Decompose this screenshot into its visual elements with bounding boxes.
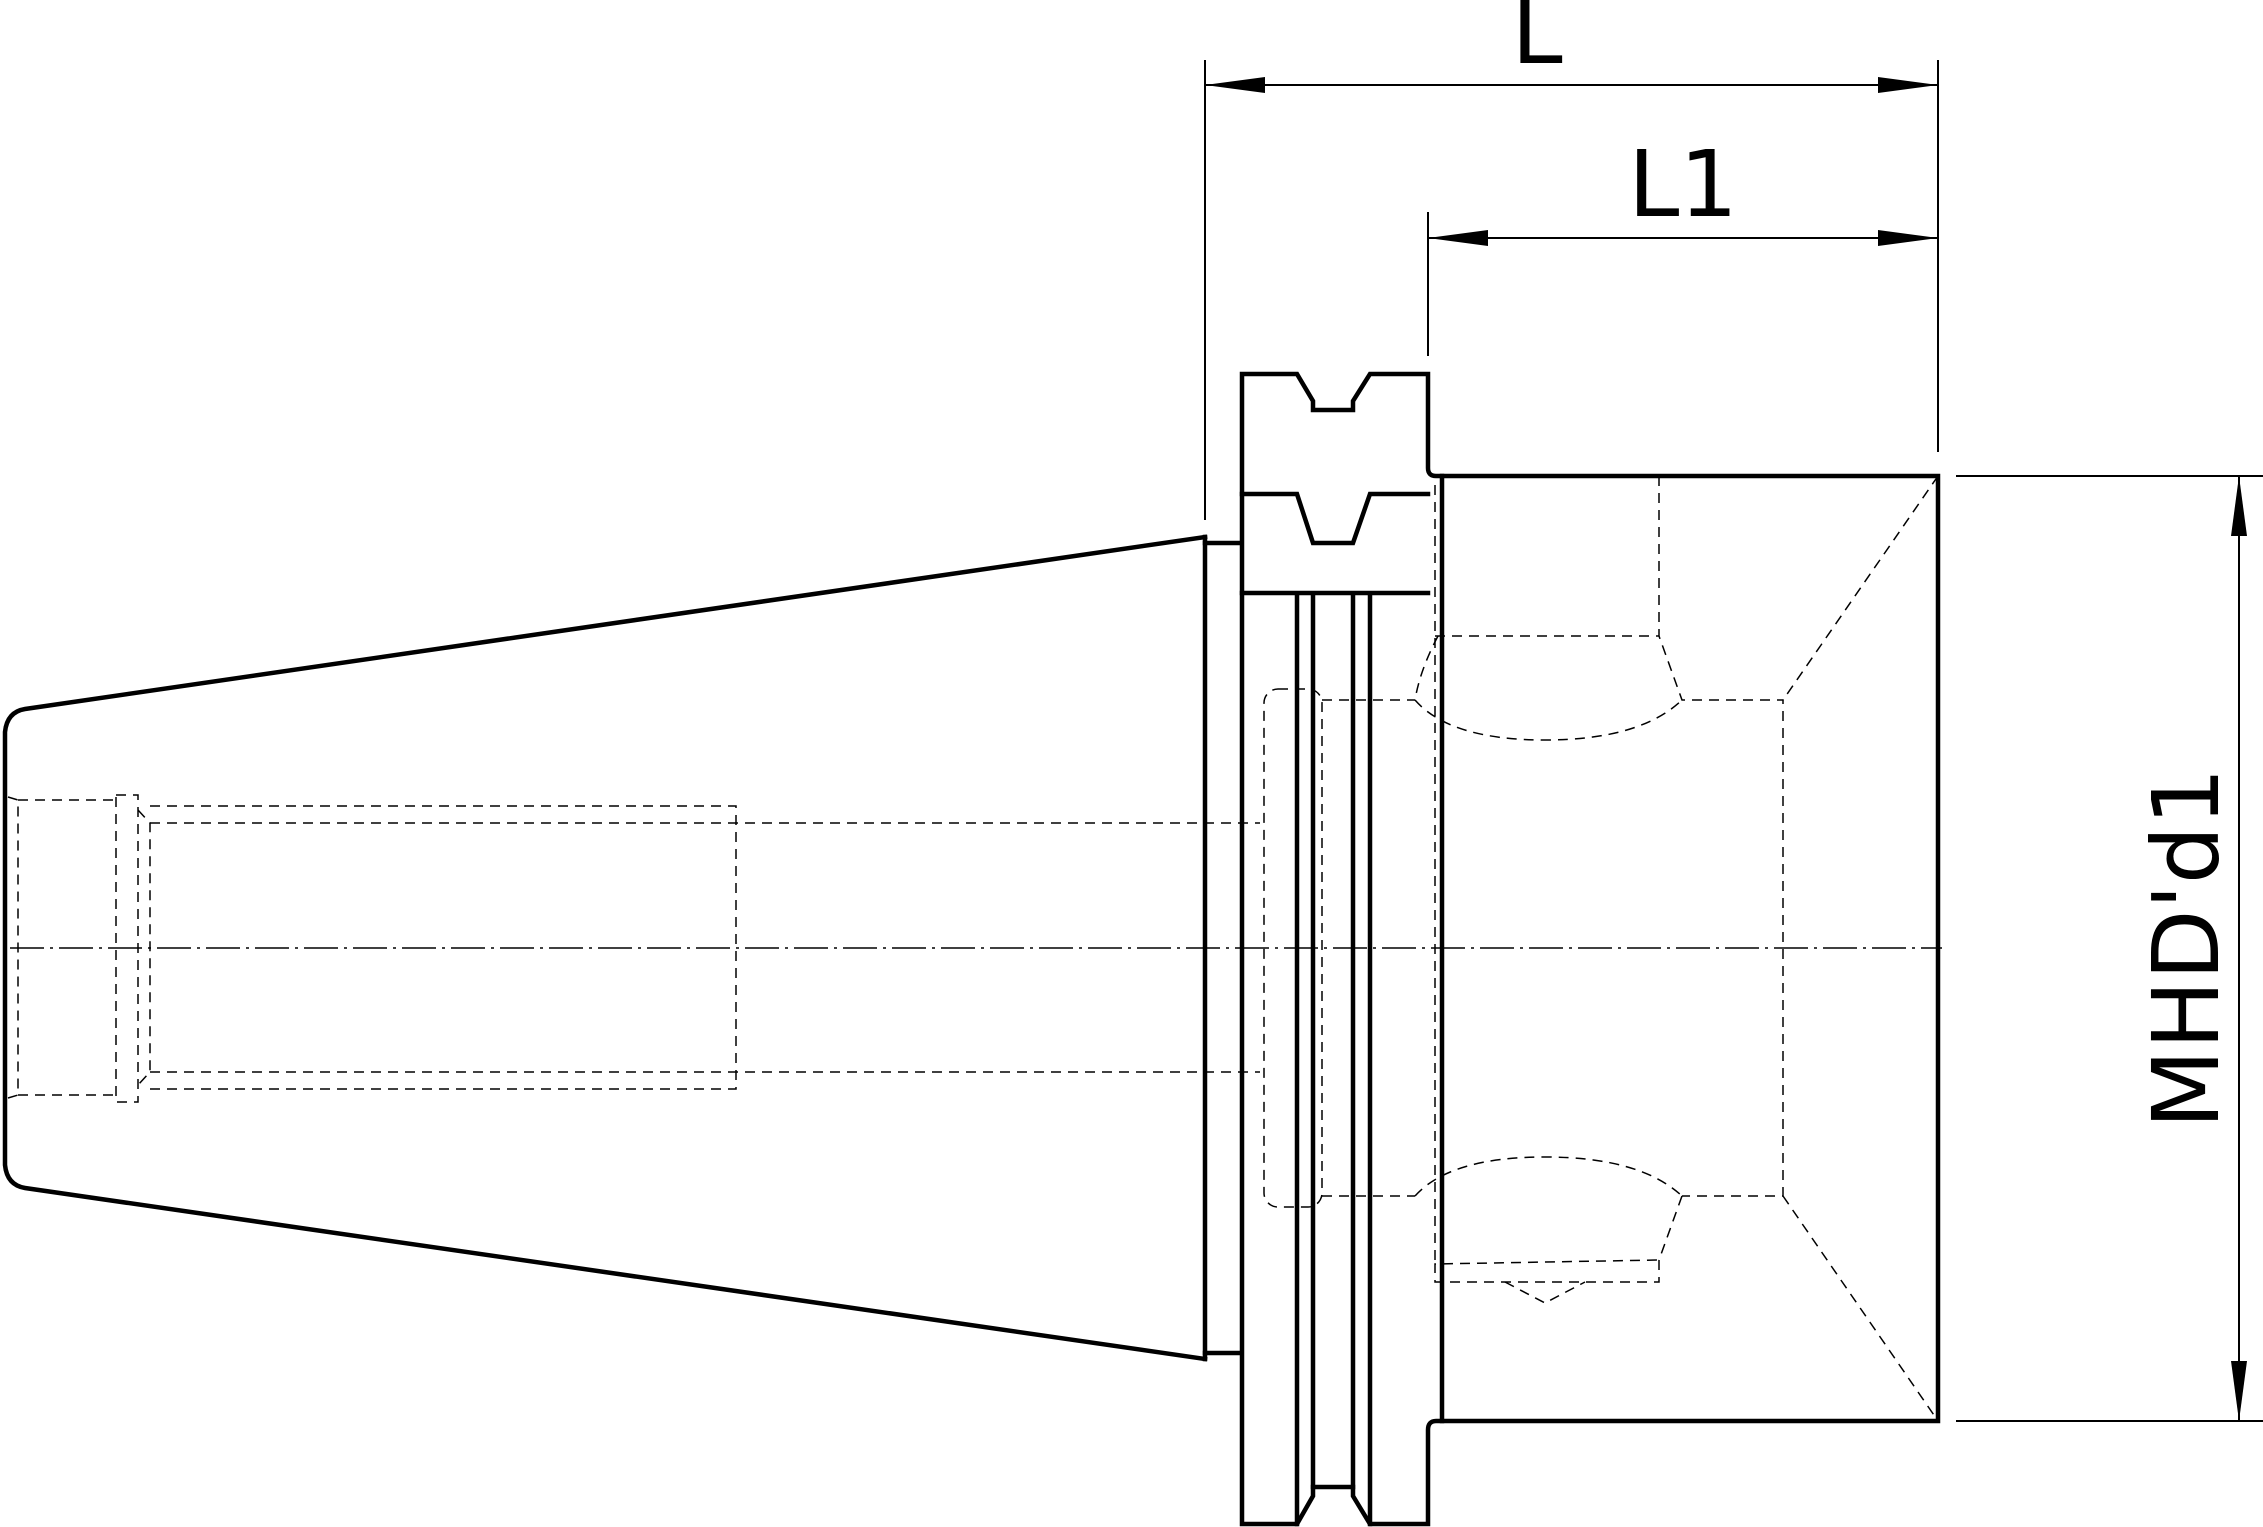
flange-outline: [1239, 371, 1445, 1527]
taper-shank-outline: [2, 534, 1208, 1362]
taper-neck-collar: [1202, 540, 1243, 1356]
flange-inner-lines: [1239, 491, 1431, 1527]
dimension-l-label: L: [1511, 0, 1562, 85]
dimension-d1-label: MHD'd1: [2133, 767, 2240, 1129]
dimension-d1: MHD'd1: [1956, 475, 2263, 1422]
dimension-l1: L1: [1427, 131, 1938, 356]
hidden-lines: [7, 475, 1939, 1422]
dimension-l: L: [1204, 0, 1939, 520]
dimension-l1-label: L1: [1628, 131, 1738, 238]
